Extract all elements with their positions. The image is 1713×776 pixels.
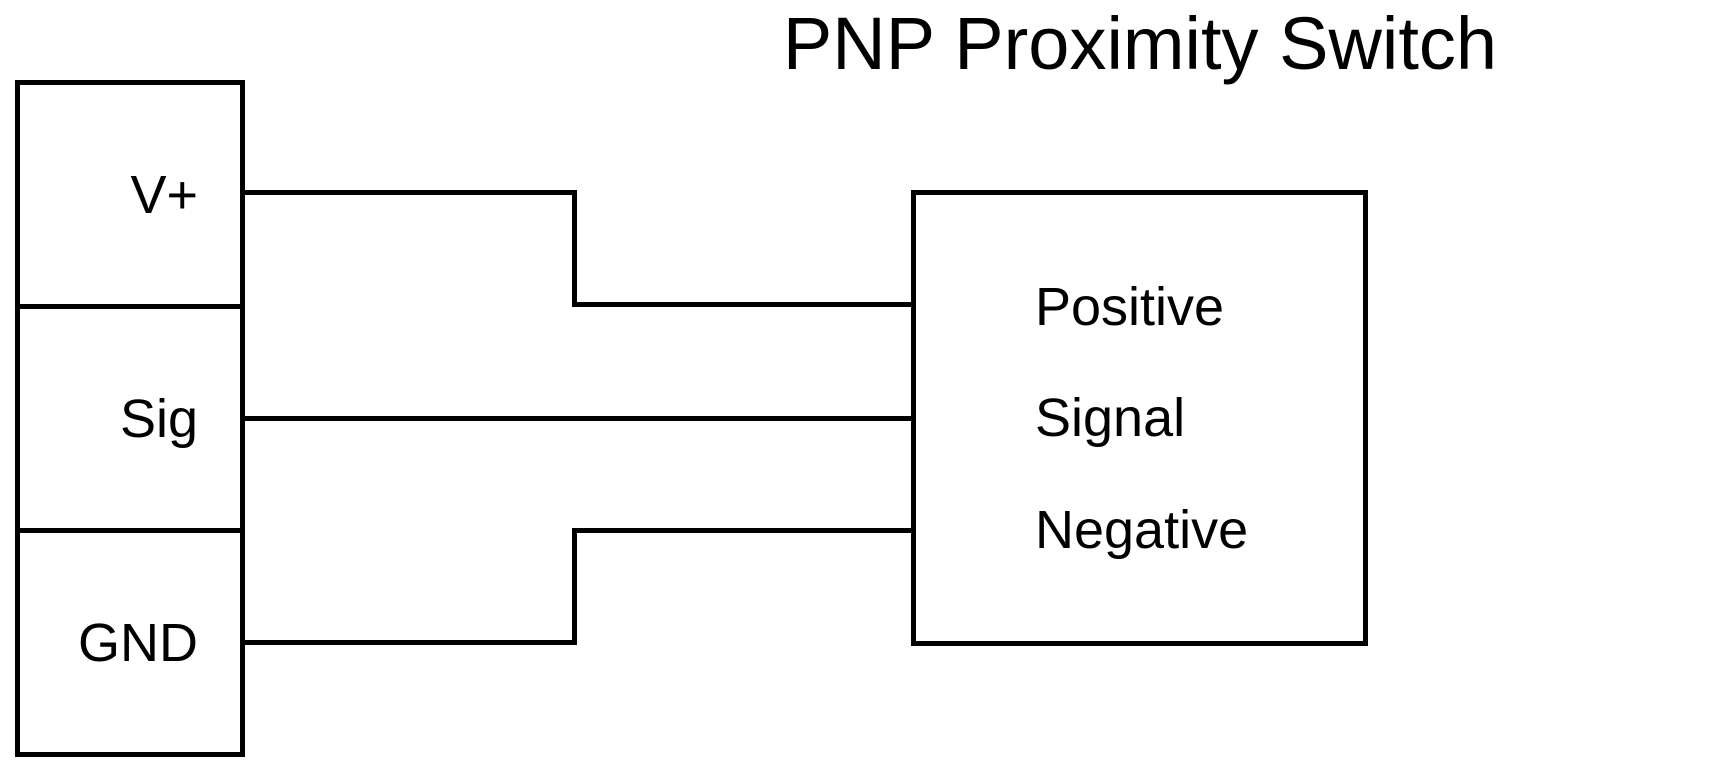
wire-vplus-segment-2 xyxy=(572,190,577,307)
terminal-cell-sig: Sig xyxy=(20,304,240,528)
diagram-title: PNP Proximity Switch xyxy=(782,2,1498,85)
terminal-cell-vplus: V+ xyxy=(20,85,240,304)
wire-gnd-segment-1 xyxy=(240,640,577,645)
pin-label-signal: Signal xyxy=(1035,388,1186,448)
pin-label-negative: Negative xyxy=(1035,499,1249,560)
terminal-label-vplus: V+ xyxy=(130,164,198,225)
pin-label-positive: Positive xyxy=(1035,276,1225,337)
terminal-label-gnd: GND xyxy=(78,612,198,673)
terminal-label-sig: Sig xyxy=(119,388,198,449)
wire-gnd-segment-3 xyxy=(572,528,916,533)
terminal-cell-gnd: GND xyxy=(20,528,240,752)
wire-sig xyxy=(240,416,916,421)
proximity-switch-box: Positive Signal Negative xyxy=(911,190,1368,646)
wire-vplus-segment-1 xyxy=(240,190,577,195)
wire-gnd-segment-2 xyxy=(572,528,577,645)
terminal-block: V+ Sig GND xyxy=(15,80,245,757)
wire-vplus-segment-3 xyxy=(572,302,916,307)
